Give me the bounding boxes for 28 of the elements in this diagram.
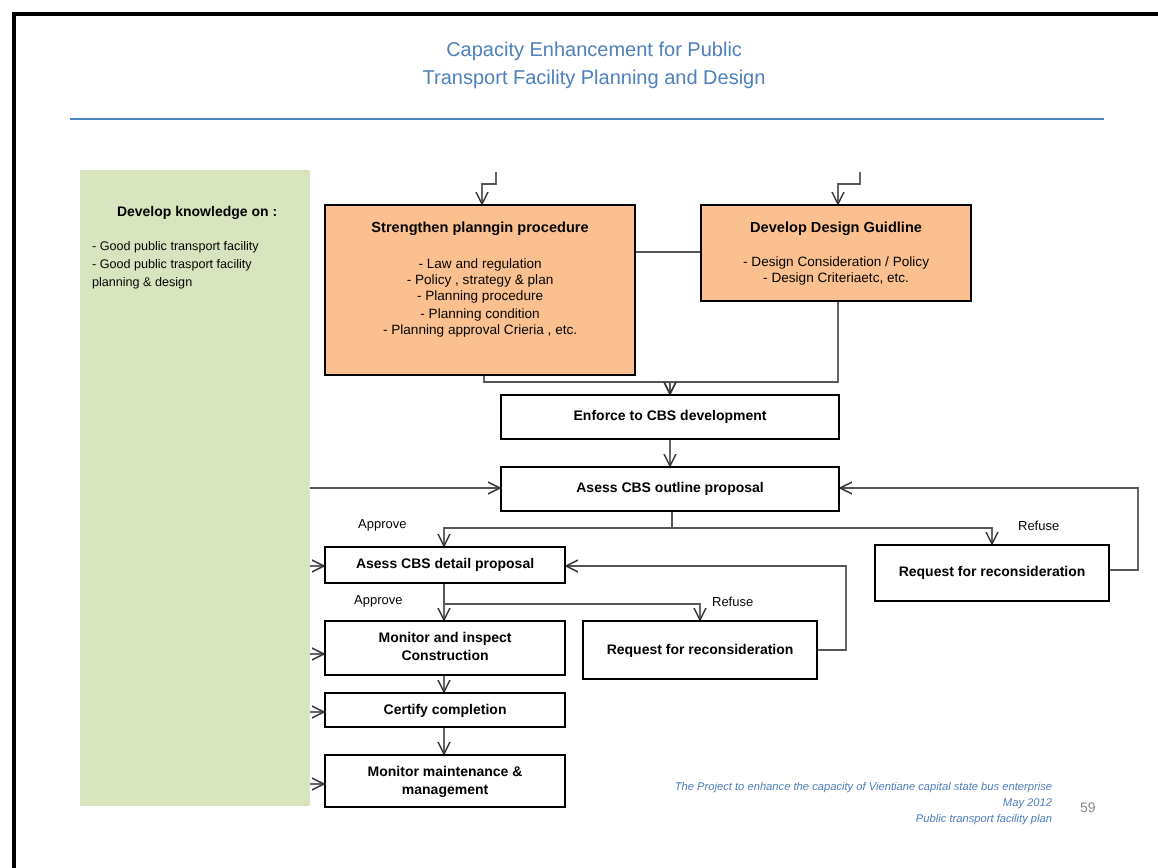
process-box — [324, 204, 636, 376]
process-box — [700, 204, 972, 302]
arrow — [437, 727, 451, 755]
arrow — [831, 171, 861, 205]
connector-line — [635, 251, 701, 253]
arrow — [309, 777, 325, 791]
slide-title: Capacity Enhancement for Public Transport Facility Planning and Design — [420, 38, 768, 94]
arrow — [309, 705, 325, 719]
process-box — [324, 620, 566, 676]
process-box — [874, 544, 1110, 602]
arrow — [839, 481, 1139, 571]
arrow — [671, 511, 999, 545]
arrow — [437, 675, 451, 693]
arrow — [565, 559, 847, 651]
arrow — [663, 301, 839, 395]
process-box — [324, 546, 566, 584]
arrow — [309, 481, 501, 495]
arrow — [309, 647, 325, 661]
process-box — [582, 620, 818, 680]
process-box — [324, 754, 566, 808]
arrow — [663, 439, 677, 467]
knowledge-panel — [80, 170, 310, 806]
arrow — [443, 583, 707, 621]
arrow — [475, 171, 497, 205]
arrow — [309, 559, 325, 573]
process-box — [324, 692, 566, 728]
process-box — [500, 394, 840, 440]
process-box — [500, 466, 840, 512]
